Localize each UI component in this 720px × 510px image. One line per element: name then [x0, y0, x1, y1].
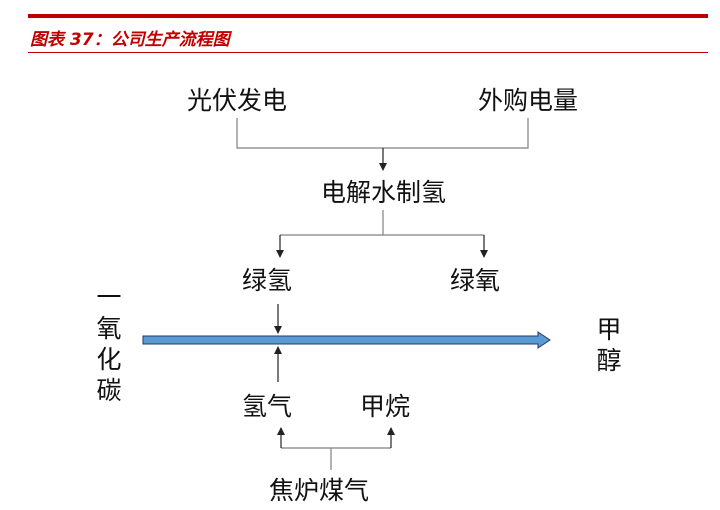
node-green-oxygen: 绿氧: [450, 266, 501, 295]
figure-title: 图表 37：公司生产流程图: [30, 30, 230, 50]
title-underline: [28, 52, 708, 53]
node-pv-power: 光伏发电: [187, 86, 288, 115]
node-carbon-monoxide: 一氧化碳: [96, 283, 122, 405]
node-hydrogen: 氢气: [242, 392, 293, 421]
node-electrolysis: 电解水制氢: [321, 178, 447, 207]
node-methanol: 甲醇: [596, 315, 622, 375]
node-green-hydrogen: 绿氢: [242, 266, 293, 295]
node-purchased-power: 外购电量: [478, 86, 579, 115]
node-methane: 甲烷: [360, 392, 411, 421]
main-arrow-co-to-methanol: [142, 331, 551, 349]
connector-sources-merge: [236, 118, 529, 149]
node-coke-oven-gas: 焦炉煤气: [269, 476, 370, 505]
top-rule: [28, 14, 708, 18]
